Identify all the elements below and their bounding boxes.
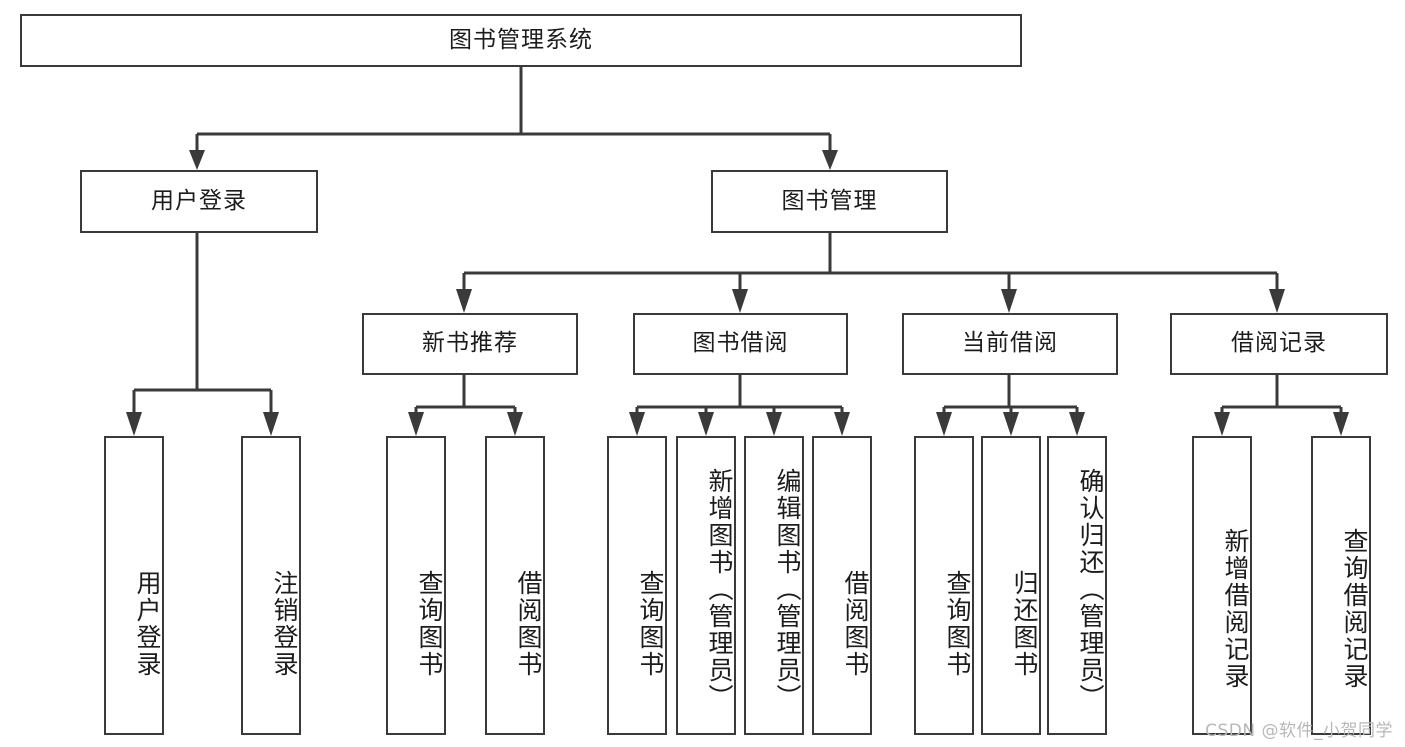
node-leaf-query-book-3-label: 查询图书 [943, 569, 972, 678]
node-leaf-user-login[interactable]: 用户登录 [104, 436, 164, 735]
arrow-cb-l3 [1069, 412, 1085, 436]
node-leaf-query-book-2-label: 查询图书 [636, 569, 665, 678]
node-book-borrow-label: 图书借阅 [692, 330, 789, 357]
node-leaf-query-book-1[interactable]: 查询图书 [386, 436, 446, 735]
node-current-borrow-label: 当前借阅 [962, 330, 1058, 357]
node-leaf-logout-label: 注销登录 [270, 569, 299, 678]
node-book-manage[interactable]: 图书管理 [711, 170, 948, 233]
node-book-borrow[interactable]: 图书借阅 [633, 313, 848, 375]
arrow-cb-l2 [1003, 412, 1019, 436]
arrow-userlogin-leaf2 [263, 412, 279, 436]
arrow-br-l2 [1333, 412, 1349, 436]
node-leaf-logout[interactable]: 注销登录 [241, 436, 301, 735]
arrow-root-to-userlogin [189, 150, 205, 170]
arrow-bm-c3 [1001, 289, 1017, 313]
node-current-borrow[interactable]: 当前借阅 [902, 313, 1118, 375]
arrow-bb-l3 [766, 412, 782, 436]
node-leaf-query-book-1-label: 查询图书 [415, 569, 444, 678]
node-leaf-borrow-book-2[interactable]: 借阅图书 [812, 436, 872, 735]
node-leaf-query-book-3[interactable]: 查询图书 [914, 436, 974, 735]
node-borrow-record-label: 借阅记录 [1231, 330, 1327, 357]
arrow-bm-c4 [1269, 289, 1285, 313]
node-leaf-add-book-label: 新增图书（管理员） [705, 468, 734, 711]
arrow-bb-l2 [698, 412, 714, 436]
node-leaf-query-record[interactable]: 查询借阅记录 [1311, 436, 1371, 735]
node-borrow-record[interactable]: 借阅记录 [1170, 313, 1388, 375]
arrow-newbook-l1 [408, 412, 424, 436]
node-leaf-confirm-return[interactable]: 确认归还（管理员） [1047, 436, 1107, 735]
node-leaf-edit-book[interactable]: 编辑图书（管理员） [744, 436, 804, 735]
node-leaf-user-login-label: 用户登录 [133, 569, 162, 678]
node-leaf-return-book[interactable]: 归还图书 [981, 436, 1041, 735]
arrow-bb-l4 [834, 412, 850, 436]
node-book-manage-label: 图书管理 [781, 187, 878, 214]
arrow-bm-c1 [456, 289, 472, 313]
node-user-login[interactable]: 用户登录 [80, 170, 318, 233]
node-new-book-recommend[interactable]: 新书推荐 [362, 313, 578, 375]
arrow-cb-l1 [936, 412, 952, 436]
arrow-bm-c2 [732, 289, 748, 313]
arrow-root-to-bookmanage [822, 150, 838, 170]
node-leaf-add-record[interactable]: 新增借阅记录 [1192, 436, 1252, 735]
node-user-login-label: 用户登录 [151, 187, 247, 214]
node-leaf-borrow-book-2-label: 借阅图书 [841, 569, 870, 678]
node-root[interactable]: 图书管理系统 [20, 14, 1022, 67]
node-leaf-return-book-label: 归还图书 [1010, 569, 1039, 678]
arrow-newbook-l2 [507, 412, 523, 436]
node-leaf-confirm-return-label: 确认归还（管理员） [1076, 468, 1105, 711]
node-leaf-query-record-label: 查询借阅记录 [1340, 527, 1369, 690]
node-leaf-borrow-book-1[interactable]: 借阅图书 [485, 436, 545, 735]
watermark-text: CSDN @软件_小贺同学 [1205, 721, 1393, 741]
node-leaf-query-book-2[interactable]: 查询图书 [607, 436, 667, 735]
arrow-userlogin-leaf1 [126, 412, 142, 436]
arrow-br-l1 [1214, 412, 1230, 436]
node-leaf-edit-book-label: 编辑图书（管理员） [773, 468, 802, 711]
node-root-label: 图书管理系统 [449, 26, 593, 53]
node-leaf-add-book[interactable]: 新增图书（管理员） [676, 436, 736, 735]
arrow-bb-l1 [629, 412, 645, 436]
node-leaf-borrow-book-1-label: 借阅图书 [514, 569, 543, 678]
node-new-book-recommend-label: 新书推荐 [422, 330, 518, 357]
node-leaf-add-record-label: 新增借阅记录 [1221, 527, 1250, 690]
